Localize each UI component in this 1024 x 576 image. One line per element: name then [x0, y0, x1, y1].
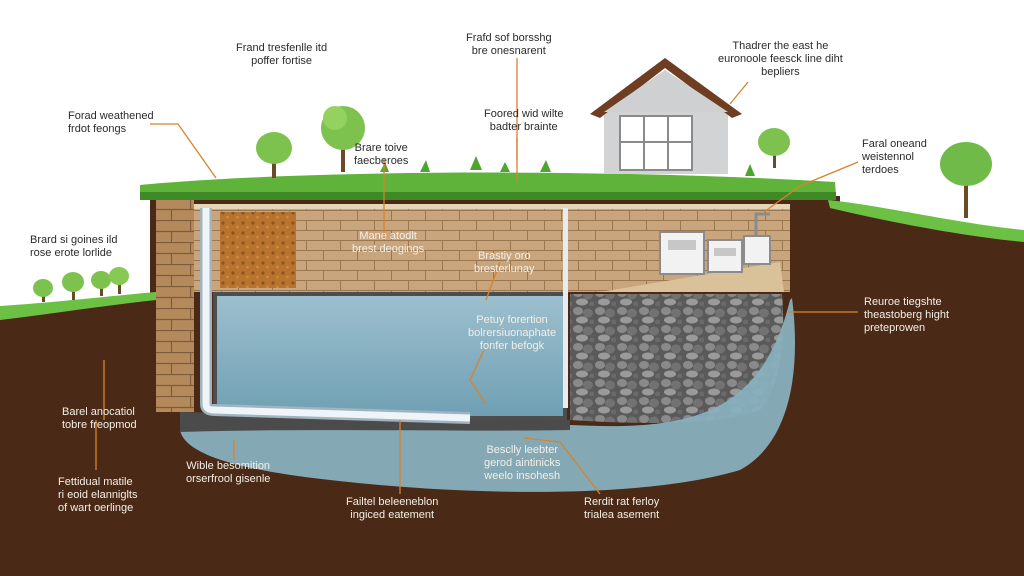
- clay-block: [220, 212, 296, 288]
- shrubs-left: [33, 267, 129, 302]
- tree-large-center-left: [321, 106, 365, 172]
- reservoir-chamber: [213, 292, 567, 420]
- soil-left: [0, 296, 160, 576]
- leader-lines: [95, 58, 859, 495]
- house: [590, 58, 742, 174]
- brick-wall: [156, 200, 194, 412]
- lower-water-basin: [180, 298, 796, 492]
- top-lawn: [140, 172, 836, 196]
- tree-left: [256, 132, 292, 178]
- pump-unit: [600, 212, 784, 292]
- gravel-fill: [570, 294, 784, 423]
- left-grass: [0, 292, 156, 320]
- lawn-edge: [140, 192, 836, 200]
- right-grass: [828, 200, 1024, 242]
- tree-right-yard: [758, 128, 790, 168]
- tree-far-right: [940, 142, 992, 218]
- grass-tufts: [380, 156, 755, 176]
- wall-cap: [194, 204, 790, 209]
- service-pipe: [563, 208, 568, 408]
- drain-pipe-highlight: [202, 208, 471, 422]
- soil-right: [790, 205, 1024, 576]
